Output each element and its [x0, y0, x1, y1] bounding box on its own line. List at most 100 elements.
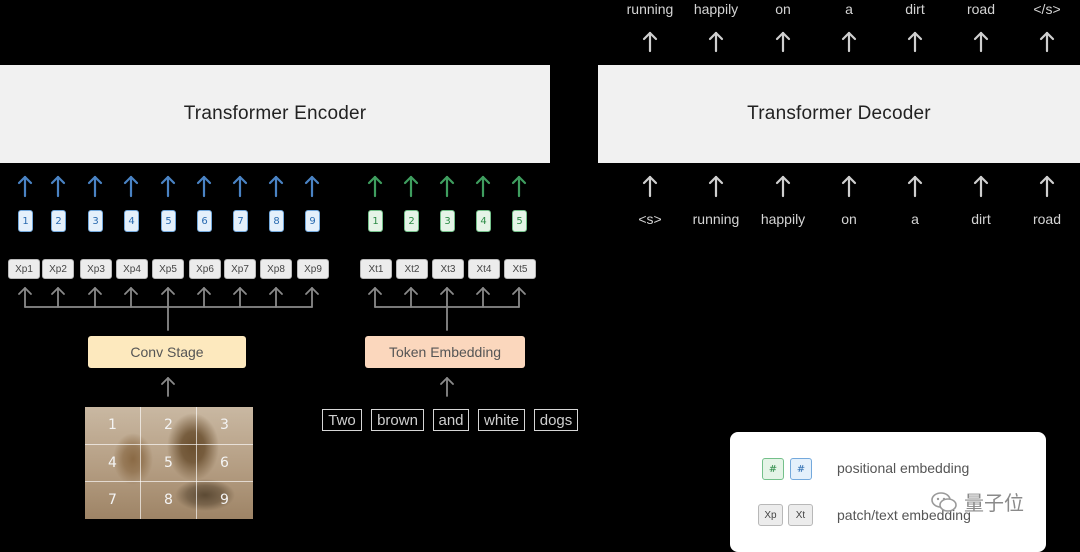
patch-embedding-arrow — [124, 287, 138, 308]
patch-grid-label: 2 — [164, 417, 173, 433]
decoder-output-label: running — [626, 1, 674, 17]
encoder-up-arrow — [87, 175, 103, 198]
text-embedding-box: Xt2 — [396, 259, 428, 279]
decoder-output-label: </s> — [1033, 1, 1061, 17]
transformer-encoder-title: Transformer Encoder — [183, 103, 367, 124]
text-embedding-arrow — [368, 287, 382, 308]
patch-position-badge: 8 — [269, 210, 284, 232]
words-to-token-arrow — [440, 377, 454, 397]
decoder-output-label: dirt — [905, 1, 925, 17]
text-up-arrow — [439, 175, 455, 198]
patch-embedding-box: Xp6 — [189, 259, 221, 279]
decoder-input-label: happily — [760, 211, 806, 227]
patch-embedding-arrow — [161, 287, 175, 308]
input-word: brown — [371, 409, 424, 431]
decoder-output-arrow — [841, 31, 857, 53]
decoder-output-arrow — [642, 31, 658, 53]
text-position-badge: 2 — [404, 210, 419, 232]
text-up-arrow — [403, 175, 419, 198]
decoder-input-arrow — [973, 175, 989, 198]
encoder-up-arrow — [17, 175, 33, 198]
patch-embedding-arrow — [197, 287, 211, 308]
decoder-output-arrow — [973, 31, 989, 53]
transformer-encoder-block: Transformer Encoder — [0, 65, 550, 163]
text-up-arrow — [511, 175, 527, 198]
watermark-logo: 量子位 — [930, 487, 1024, 516]
patch-grid-line — [85, 481, 253, 482]
image-to-conv-arrow — [161, 377, 175, 397]
conv-stage-label: Conv Stage — [130, 344, 204, 360]
patch-position-badge: 7 — [233, 210, 248, 232]
input-word: white — [478, 409, 525, 431]
decoder-input-arrow — [708, 175, 724, 198]
decoder-input-label: a — [911, 211, 919, 227]
text-embedding-box: Xt1 — [360, 259, 392, 279]
patch-grid-label: 9 — [220, 492, 229, 508]
decoder-output-label: a — [845, 1, 853, 17]
patch-embedding-box: Xp3 — [80, 259, 112, 279]
patch-position-badge: 5 — [161, 210, 176, 232]
decoder-input-label: dirt — [971, 211, 991, 227]
patch-embedding-arrow — [305, 287, 319, 308]
legend-position-badge-green: # — [762, 458, 784, 480]
text-embedding-arrow — [512, 287, 526, 308]
patch-grid-label: 5 — [164, 455, 173, 471]
decoder-input-arrow — [642, 175, 658, 198]
patch-grid-line — [85, 444, 253, 445]
encoder-up-arrow — [160, 175, 176, 198]
decoder-output-arrow — [1039, 31, 1055, 53]
decoder-input-label: running — [692, 211, 740, 227]
input-word: Two — [322, 409, 362, 431]
patch-position-badge: 6 — [197, 210, 212, 232]
text-embedding-box: Xt4 — [468, 259, 500, 279]
decoder-input-arrow — [775, 175, 791, 198]
text-embedding-arrow — [404, 287, 418, 308]
decoder-output-arrow — [775, 31, 791, 53]
input-word: dogs — [534, 409, 578, 431]
encoder-up-arrow — [304, 175, 320, 198]
transformer-decoder-block: Transformer Decoder — [598, 65, 1080, 163]
patch-embedding-arrow — [269, 287, 283, 308]
patch-embedding-arrow — [88, 287, 102, 308]
text-embedding-box: Xt3 — [432, 259, 464, 279]
text-embedding-box: Xt5 — [504, 259, 536, 279]
patch-embedding-box: Xp4 — [116, 259, 148, 279]
encoder-up-arrow — [196, 175, 212, 198]
patch-position-badge: 1 — [18, 210, 33, 232]
decoder-output-label: happily — [693, 1, 739, 17]
decoder-input-arrow — [1039, 175, 1055, 198]
text-up-arrow — [475, 175, 491, 198]
legend-positional-label: positional embedding — [837, 460, 970, 476]
decoder-output-label: road — [966, 1, 996, 17]
patch-grid-label: 7 — [108, 492, 117, 508]
legend-text-embedding-box: Xt — [788, 504, 813, 526]
patch-grid-label: 3 — [220, 417, 229, 433]
patch-embedding-box: Xp7 — [224, 259, 256, 279]
text-embedding-arrow — [440, 287, 454, 308]
text-position-badge: 1 — [368, 210, 383, 232]
patch-embedding-box: Xp1 — [8, 259, 40, 279]
encoder-up-arrow — [232, 175, 248, 198]
text-position-badge: 4 — [476, 210, 491, 232]
wechat-icon — [931, 491, 957, 512]
patch-embedding-arrow — [233, 287, 247, 308]
encoder-up-arrow — [50, 175, 66, 198]
patch-position-badge: 4 — [124, 210, 139, 232]
patch-embedding-box: Xp2 — [42, 259, 74, 279]
token-embedding-box: Token Embedding — [365, 336, 525, 368]
text-embedding-arrow — [476, 287, 490, 308]
patch-embedding-box: Xp8 — [260, 259, 292, 279]
input-image: 1 2 3 4 5 6 7 8 9 — [85, 407, 253, 519]
patch-embedding-arrow — [18, 287, 32, 308]
decoder-input-label: <s> — [638, 211, 662, 227]
decoder-output-label: on — [775, 1, 791, 17]
legend-position-badge-blue: # — [790, 458, 812, 480]
decoder-output-arrow — [907, 31, 923, 53]
conv-stage-box: Conv Stage — [88, 336, 246, 368]
decoder-input-label: road — [1032, 211, 1062, 227]
patch-embedding-box: Xp9 — [297, 259, 329, 279]
patch-position-badge: 3 — [88, 210, 103, 232]
decoder-input-arrow — [841, 175, 857, 198]
decoder-input-arrow — [907, 175, 923, 198]
